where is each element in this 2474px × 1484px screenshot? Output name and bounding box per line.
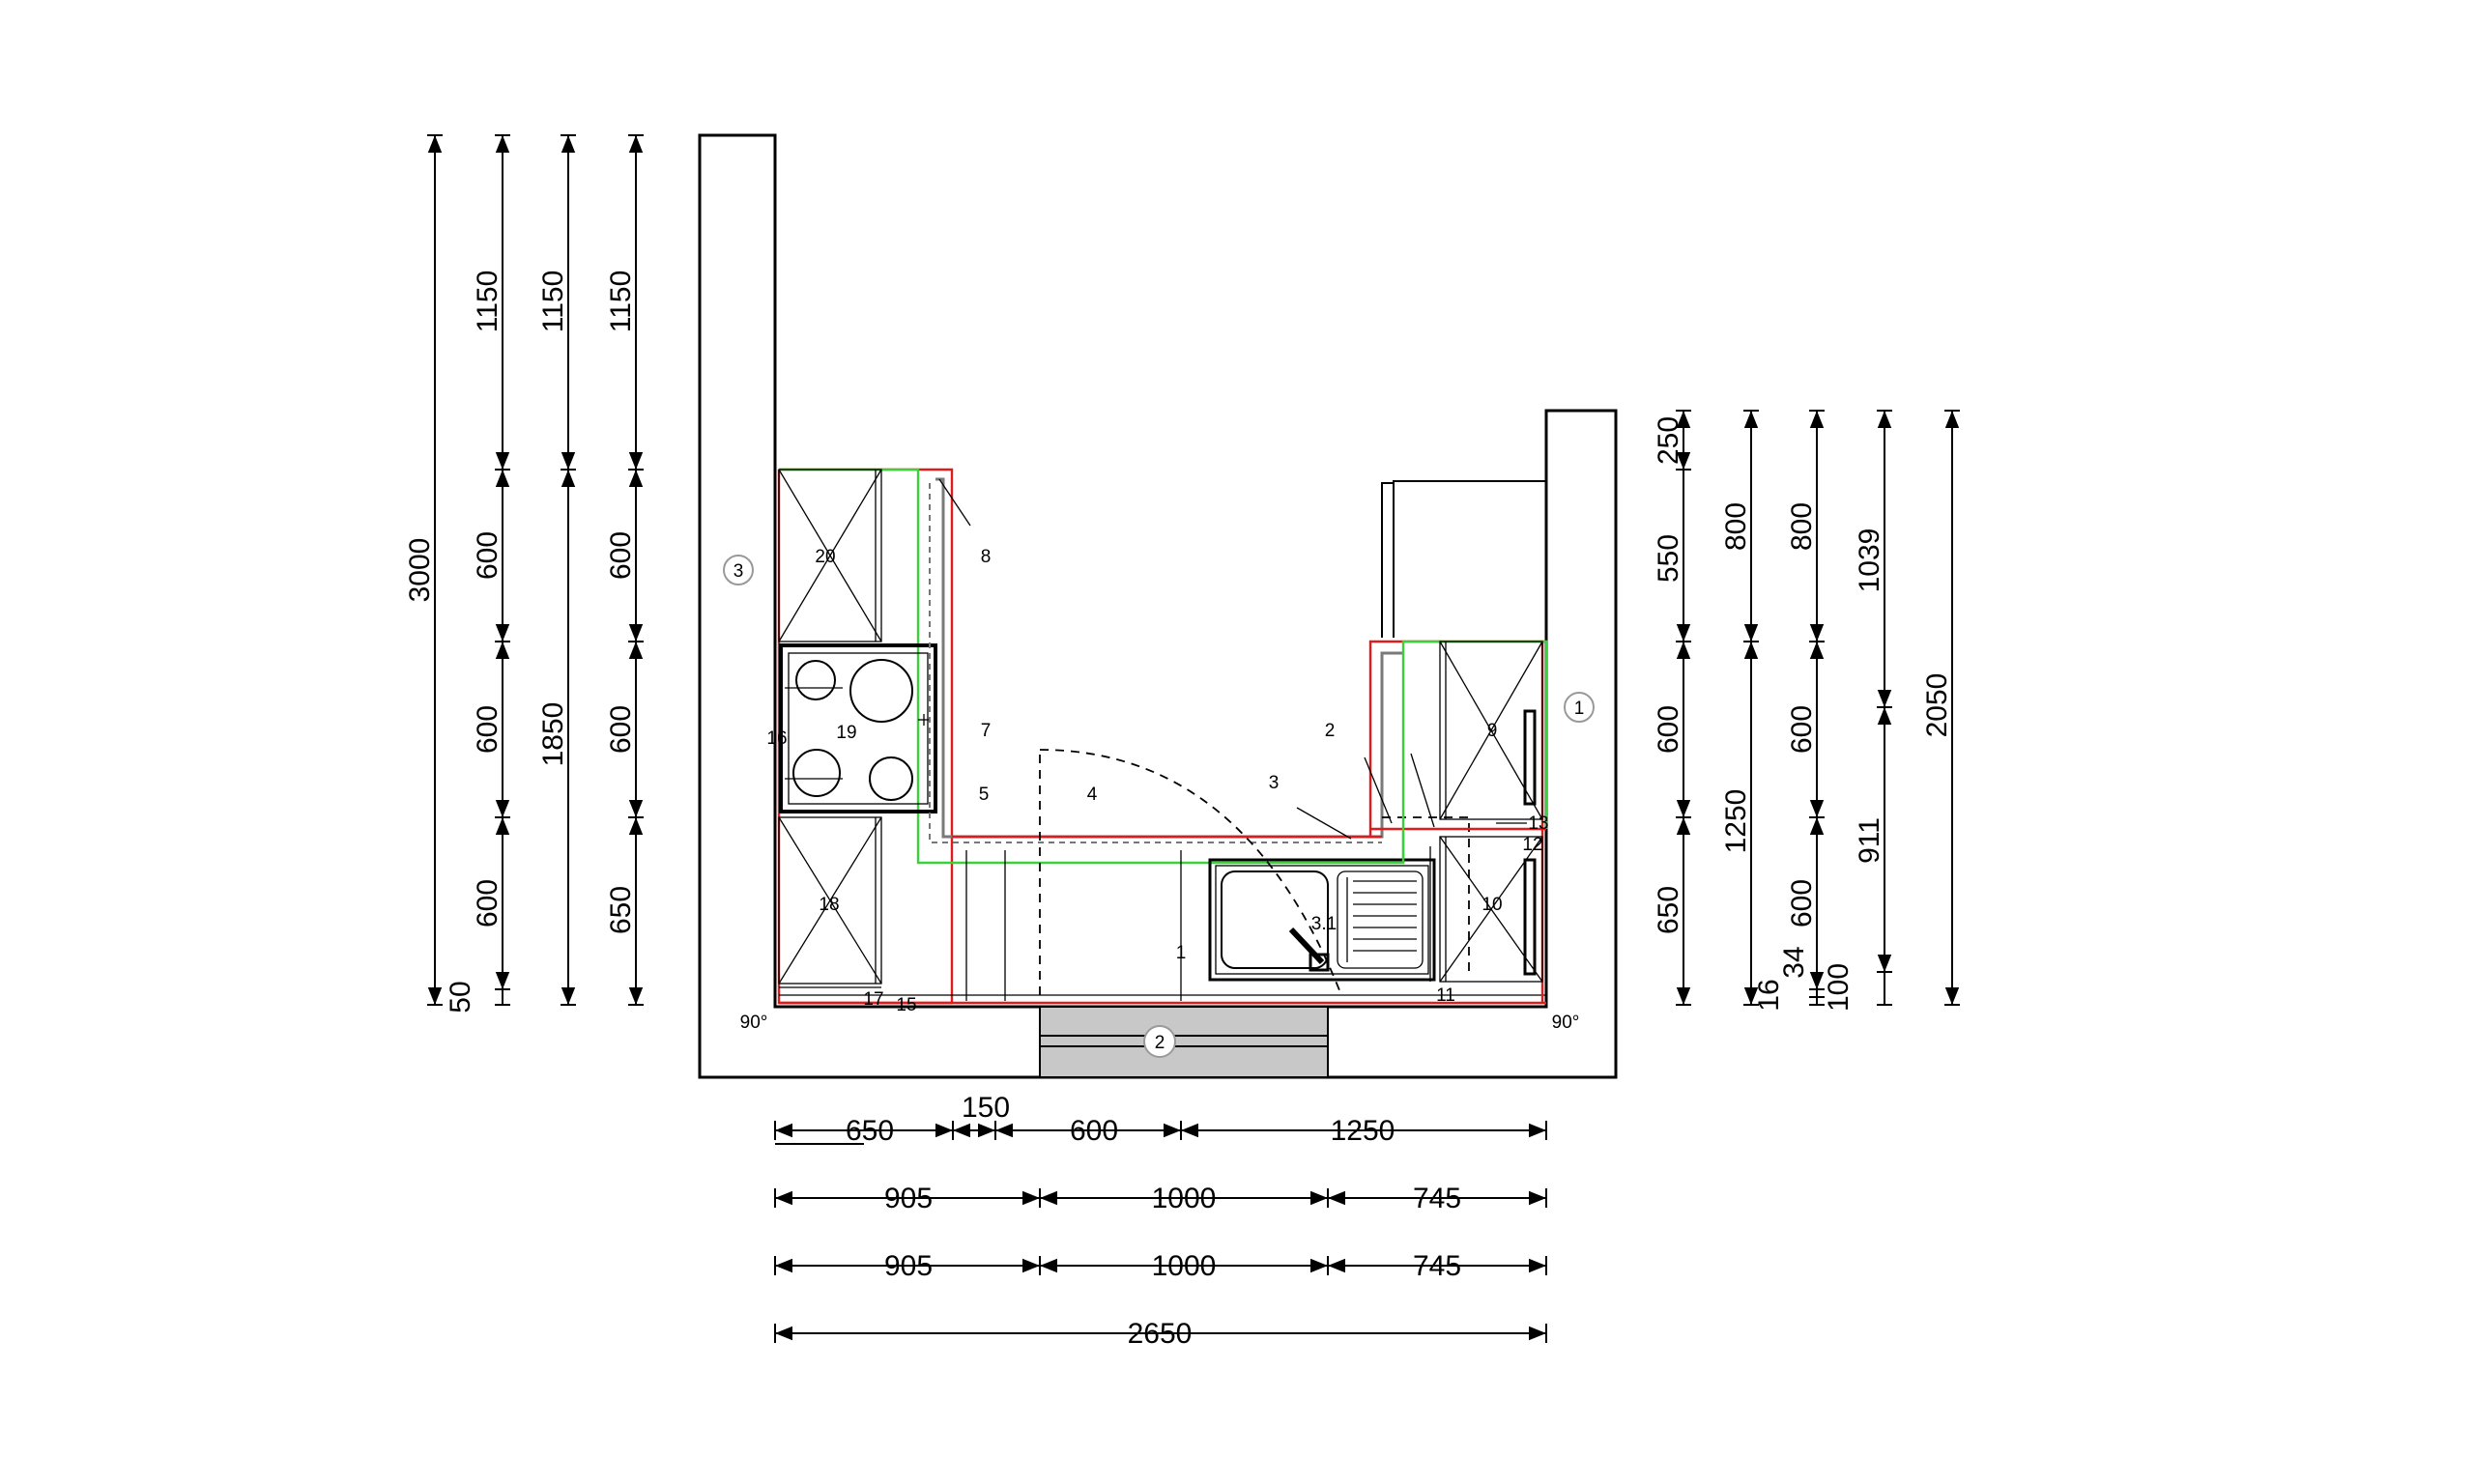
label-2: 2	[1325, 721, 1336, 741]
label-18: 18	[819, 895, 839, 915]
angle-right: 90°	[1552, 1013, 1580, 1033]
wall-marker-2: 2	[1155, 1033, 1165, 1053]
label-13: 13	[1528, 813, 1548, 834]
label-20: 20	[815, 547, 835, 567]
right-dim-arrows	[1676, 411, 1960, 1005]
dim-right-c2-800: 800	[1720, 502, 1752, 551]
label-9: 9	[1487, 721, 1498, 741]
dim-right-c3-100: 100	[1823, 963, 1855, 1012]
dim-right-c3-34: 34	[1778, 946, 1810, 978]
dim-left-c3-1850: 1850	[537, 702, 569, 767]
label-16: 16	[766, 728, 787, 749]
dim-right-c4-911: 911	[1854, 817, 1885, 864]
dim-left-c2-600c: 600	[472, 879, 503, 928]
left-dimensions: 3000 1150 600 600 600 50 1150 1850 1150 …	[404, 134, 644, 1013]
cooktop	[779, 643, 937, 813]
bottom-dimensions: 650 150 600 1250 905 1000 745 905 1000 7…	[774, 1092, 1547, 1350]
left-dim-arrows	[495, 135, 644, 1005]
bottom-cabinet-run	[779, 749, 1546, 1005]
dim-left-c4-600a: 600	[605, 531, 637, 580]
label-3: 3	[1269, 773, 1280, 793]
wall-marker-3: 3	[734, 561, 744, 582]
wall-marker-1: 1	[1574, 699, 1585, 719]
leader-lines	[938, 478, 1527, 840]
dim-right-550: 550	[1653, 534, 1684, 583]
dim-left-c4-1150: 1150	[605, 271, 637, 333]
dim-right-650: 650	[1653, 886, 1684, 934]
dim-right-c4-1039: 1039	[1854, 528, 1885, 593]
label-17: 17	[863, 989, 883, 1010]
item-labels: 20 8 19 16 7 5 4 3 2 9 13 12 10 3.1 18 1…	[740, 547, 1580, 1033]
label-7: 7	[981, 721, 992, 741]
dim-bottom-650: 650	[846, 1115, 894, 1147]
dim-left-c2-600a: 600	[472, 531, 503, 580]
window-bottom-wall	[1039, 1006, 1329, 1078]
dim-right-c3-800: 800	[1786, 502, 1818, 551]
dim-bottom-r2-1000: 1000	[1152, 1183, 1217, 1214]
dim-bottom-1250: 1250	[1331, 1115, 1395, 1147]
dim-right-c3-600a: 600	[1786, 705, 1818, 754]
dim-left-c4-650: 650	[605, 886, 637, 934]
label-1: 1	[1176, 943, 1187, 963]
dim-left-c2-1150: 1150	[472, 271, 503, 333]
angle-left: 90°	[740, 1013, 768, 1033]
dim-bottom-r2-905: 905	[884, 1183, 933, 1214]
left-cabinet-run	[777, 468, 1405, 1005]
dim-left-c4-600b: 600	[605, 705, 637, 754]
dim-bottom-r3-905: 905	[884, 1250, 933, 1282]
dim-left-c3-1150: 1150	[537, 271, 569, 333]
dim-bottom-2650: 2650	[1128, 1318, 1193, 1350]
label-4: 4	[1087, 785, 1098, 805]
dim-right-c3-600b: 600	[1786, 879, 1818, 928]
label-10: 10	[1482, 895, 1502, 915]
wall-markers: 3 1 2	[723, 555, 1595, 1058]
dim-right-600: 600	[1653, 705, 1684, 754]
dim-bottom-150: 150	[962, 1092, 1010, 1124]
label-11: 11	[1436, 985, 1455, 1006]
dim-bottom-r2-745: 745	[1413, 1183, 1461, 1214]
dim-right-c5-2050: 2050	[1921, 673, 1953, 738]
sink	[1208, 858, 1436, 982]
room-walls	[698, 133, 1618, 1079]
label-5: 5	[979, 785, 990, 805]
right-cabinet-run	[1368, 480, 1548, 1003]
label-8: 8	[981, 547, 992, 567]
dim-left-c2-50: 50	[445, 981, 476, 1013]
bottom-dim-arrows	[775, 1123, 1546, 1341]
left-wall	[698, 133, 1618, 1079]
dim-left-c2-600b: 600	[472, 705, 503, 754]
dim-right-250: 250	[1653, 416, 1684, 465]
label-15: 15	[896, 995, 916, 1015]
dim-bottom-r3-745: 745	[1413, 1250, 1461, 1282]
label-3-1: 3.1	[1311, 914, 1337, 934]
right-dimensions: 250 550 600 650 800 1250 16 800 600 600 …	[1653, 410, 1960, 1012]
dim-right-c2-16: 16	[1753, 979, 1785, 1011]
dim-left-3000: 3000	[404, 538, 436, 603]
dim-bottom-r3-1000: 1000	[1152, 1250, 1217, 1282]
label-12: 12	[1522, 835, 1542, 855]
dim-bottom-600: 600	[1070, 1115, 1118, 1147]
worktop-edge	[929, 477, 1403, 843]
label-19: 19	[836, 723, 856, 743]
dim-right-c2-1250: 1250	[1720, 789, 1752, 854]
